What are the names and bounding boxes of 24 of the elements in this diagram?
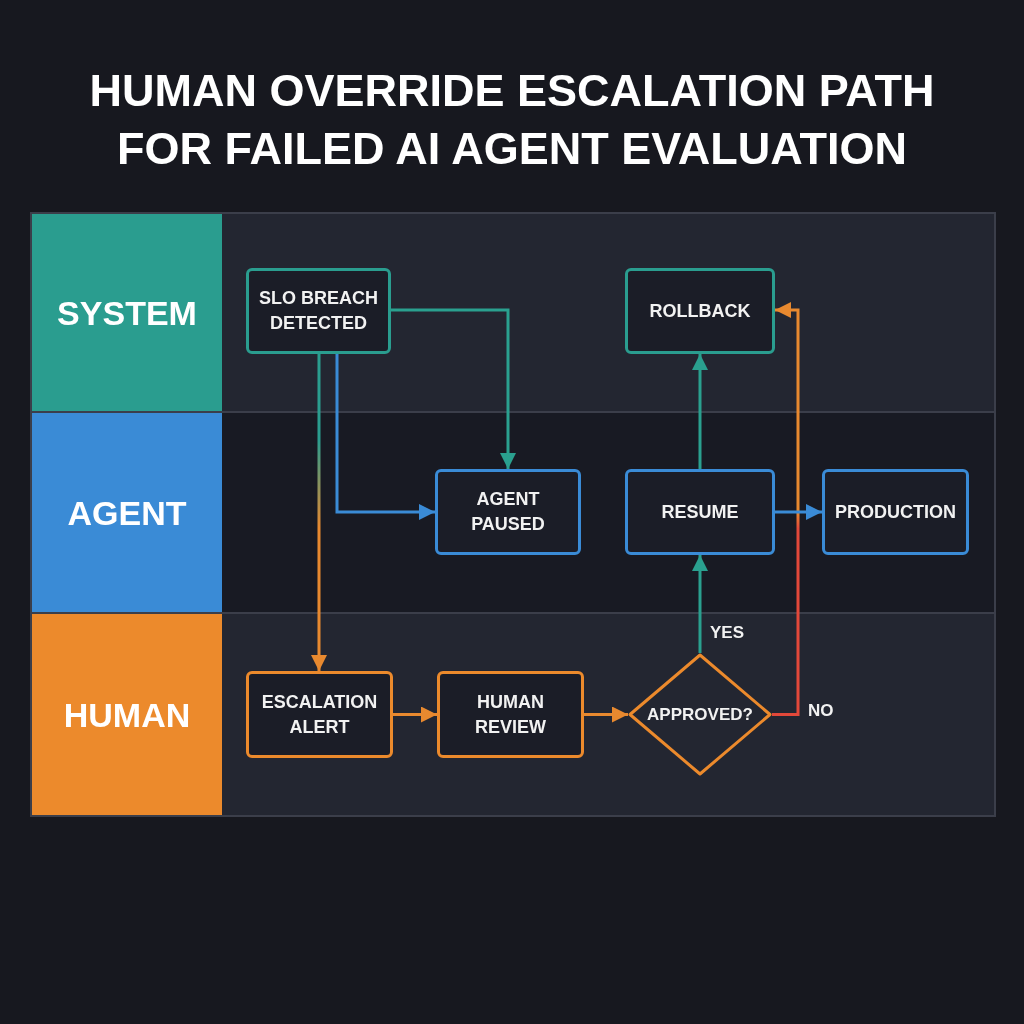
process-box: ROLLBACK [625, 268, 775, 354]
decision-diamond: APPROVED? [628, 653, 772, 776]
process-box: AGENT PAUSED [435, 469, 581, 555]
lane-label: HUMAN [32, 614, 222, 815]
process-box: ESCALATION ALERT [246, 671, 393, 758]
arrow [772, 302, 800, 716]
swimlane [30, 212, 996, 413]
arrow [692, 354, 708, 469]
lane-label: AGENT [32, 413, 222, 612]
title: HUMAN OVERRIDE ESCALATION PATH FOR FAILED AI AGENT EVALUATION [88, 64, 936, 176]
swimlane [30, 612, 996, 817]
process-box: RESUME [625, 469, 775, 555]
lane-label: SYSTEM [32, 214, 222, 411]
process-box: HUMAN REVIEW [437, 671, 584, 758]
arrow [335, 354, 435, 520]
arrow [775, 504, 822, 520]
arrow [393, 706, 437, 723]
process-box: PRODUCTION [822, 469, 969, 555]
arrow [692, 555, 708, 653]
arrow [311, 354, 327, 671]
arrow [391, 308, 516, 469]
arrow [584, 706, 628, 723]
swimlane [30, 411, 996, 614]
process-box: SLO BREACH DETECTED [246, 268, 391, 354]
